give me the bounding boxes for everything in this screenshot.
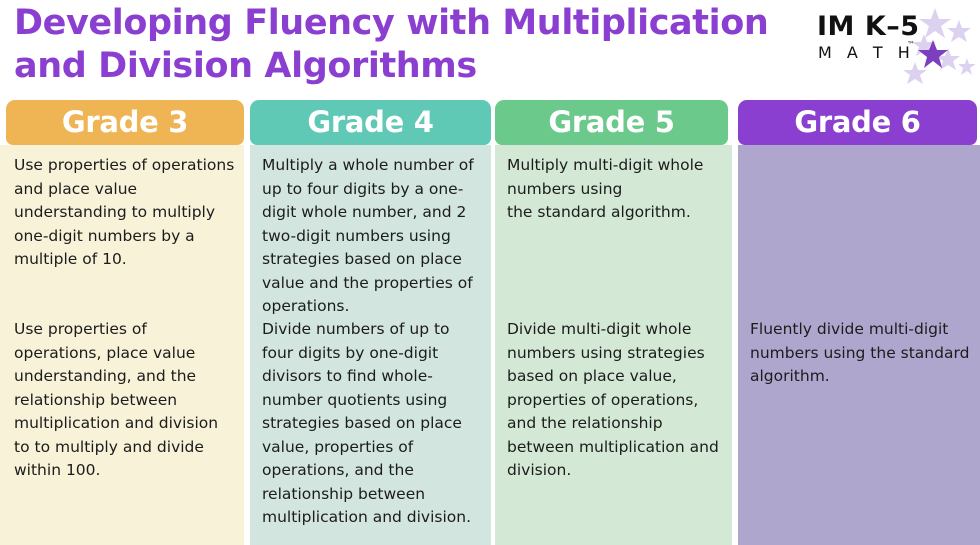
logo-primary-text: IM K–5: [817, 11, 920, 42]
im-k5-math-logo: IM K–5 M A T H ™: [815, 6, 975, 86]
grade-6-paragraph-2: Fluently divide multi-digit numbers usin…: [750, 320, 970, 385]
trademark-symbol: ™: [907, 40, 915, 49]
column-grade-4-body: Multiply a whole number of up to four di…: [250, 145, 491, 545]
column-grade-3-body: Use properties of operations and place v…: [0, 145, 244, 545]
page-header: Developing Fluency with Multiplication a…: [0, 0, 980, 100]
column-grade-4: Multiply a whole number of up to four di…: [250, 100, 491, 545]
page-title-line-1: Developing Fluency with Multiplication: [14, 3, 769, 43]
column-header-grade-3: Grade 3: [6, 100, 244, 145]
grade-5-paragraph-1: Multiply multi-digit whole numbers using…: [507, 156, 704, 221]
column-grade-6: Fluently divide multi-digit numbers usin…: [738, 100, 980, 545]
column-grade-3: Use properties of operations and place v…: [0, 100, 244, 545]
page-title: Developing Fluency with Multiplication a…: [14, 2, 784, 88]
grade-columns: Use properties of operations and place v…: [0, 100, 980, 545]
column-header-grade-4: Grade 4: [250, 100, 491, 145]
grade-4-paragraph-1: Multiply a whole number of up to four di…: [262, 156, 474, 315]
grade-3-paragraph-2: Use properties of operations, place valu…: [14, 320, 219, 479]
column-grade-6-body: Fluently divide multi-digit numbers usin…: [738, 145, 980, 545]
grade-5-paragraph-2: Divide multi-digit whole numbers using s…: [507, 320, 719, 479]
column-grade-5-body: Multiply multi-digit whole numbers using…: [495, 145, 732, 545]
logo-stars-decoration: [903, 8, 975, 84]
page-title-line-2: and Division Algorithms: [14, 46, 477, 86]
grade-3-paragraph-1: Use properties of operations and place v…: [14, 156, 235, 268]
column-header-grade-6: Grade 6: [738, 100, 977, 145]
column-header-grade-5: Grade 5: [495, 100, 728, 145]
column-grade-5: Multiply multi-digit whole numbers using…: [495, 100, 732, 545]
grade-4-paragraph-2: Divide numbers of up to four digits by o…: [262, 320, 472, 526]
logo-secondary-text: M A T H: [818, 43, 915, 62]
